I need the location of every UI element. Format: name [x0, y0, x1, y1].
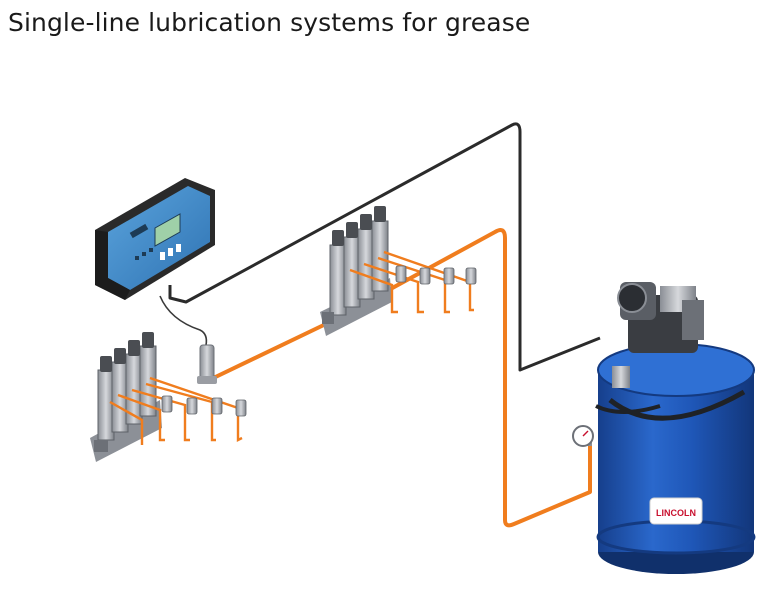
- pressure-switch: [197, 344, 217, 384]
- pressure-gauge: [572, 425, 594, 447]
- page-title: Single-line lubrication systems for grea…: [8, 8, 531, 37]
- lincoln-logo: LINCOLN: [649, 497, 703, 525]
- metering-valve-group-right: [320, 206, 477, 336]
- electric-cable: [168, 122, 601, 372]
- sensor-cable: [159, 295, 208, 346]
- grease-main-line: [204, 228, 592, 528]
- controller-display: [154, 213, 181, 247]
- control-unit: [95, 178, 215, 300]
- pump-reservoir: LINCOLN: [595, 282, 756, 574]
- lincoln-logo-text: LINCOLN: [656, 508, 696, 518]
- metering-valve-group-left: [90, 332, 247, 462]
